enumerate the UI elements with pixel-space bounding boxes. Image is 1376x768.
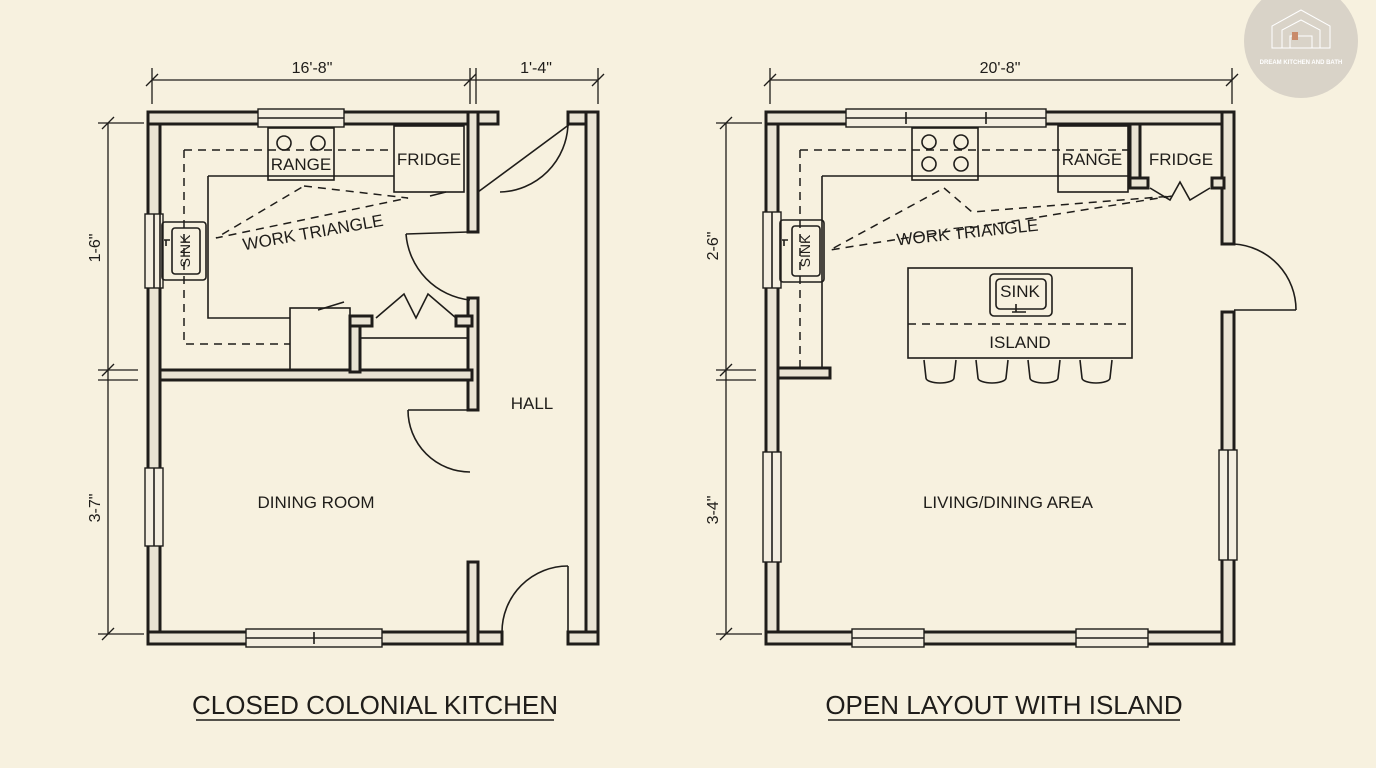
dim-top-main: 16'-8" [292,60,333,77]
bar-stool-icon [923,359,957,384]
right-dim-left-lower: 3-4" [705,496,722,525]
logo-house-icon [1271,9,1331,49]
left-sink [161,221,207,281]
left-floor-plan: 16'-8" 1'-4" 1-6" 3-7" [87,60,605,721]
left-range [267,127,335,181]
right-counters [799,149,1130,369]
logo-accent-icon [1292,32,1298,40]
right-dimension-lines [716,68,1239,641]
dim-left-lower: 3-7" [87,494,104,523]
left-range-label: RANGE [271,155,331,174]
right-plan-title: OPEN LAYOUT WITH ISLAND [825,690,1182,720]
bar-stool-icon [975,359,1009,384]
island-sink-label: SINK [1000,282,1040,301]
right-range-cabinet [1057,125,1129,193]
right-dim-top: 20'-8" [980,60,1021,77]
left-sink-label: SINK [177,234,193,267]
bar-stool-icon [1027,359,1061,384]
left-plan-title: CLOSED COLONIAL KITCHEN [192,690,558,720]
left-windows [144,108,383,648]
left-walls [146,110,600,646]
right-floor-plan: 20'-8" 2-6" 3-4" [705,60,1297,721]
right-range-label: RANGE [1062,150,1122,169]
left-counters [159,124,469,371]
right-walls [764,110,1236,646]
left-doors [375,123,571,633]
right-windows [762,108,1238,648]
left-fridge-door-icon [429,191,447,197]
right-range [911,127,979,181]
left-fridge [393,125,465,193]
right-sink [779,219,825,283]
logo-badge [1244,0,1358,98]
right-sink-label: SINK [797,234,813,267]
left-work-triangle [215,185,409,239]
brand-logo: DREAM KITCHEN AND BATH [1244,0,1358,98]
dim-left-upper: 1-6" [87,234,104,263]
right-work-triangle-label: WORK TRIANGLE [896,216,1040,250]
bar-stool-icon [1079,359,1113,384]
island-label: ISLAND [989,333,1050,352]
living-dining-label: LIVING/DINING AREA [923,493,1094,512]
right-fridge-label: FRIDGE [1149,150,1213,169]
right-dim-left-upper: 2-6" [705,232,722,261]
logo-text: DREAM KITCHEN AND BATH [1260,60,1343,66]
hall-label: HALL [511,394,554,413]
left-dimension-lines [98,68,605,641]
dim-top-side: 1'-4" [520,60,552,77]
dining-room-label: DINING ROOM [257,493,374,512]
left-fridge-label: FRIDGE [397,150,461,169]
bar-stools [923,359,1113,384]
island [907,267,1133,359]
